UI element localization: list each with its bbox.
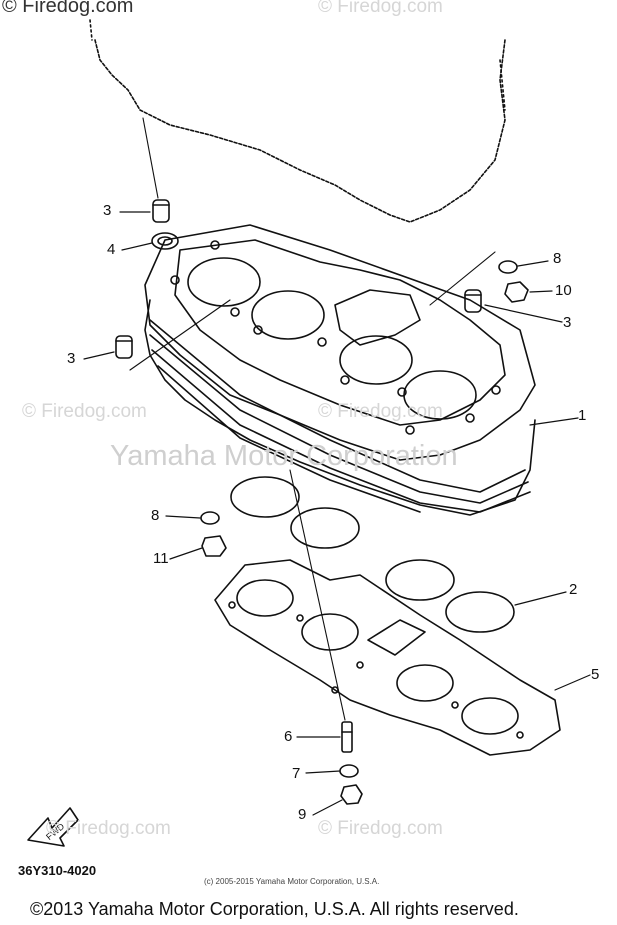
- callout-10: 10: [555, 282, 572, 299]
- callout-9: 9: [298, 806, 307, 823]
- watermark-mid-left: © Firedog.com: [22, 401, 147, 422]
- leader-lines: [83, 211, 591, 816]
- guide-lines: [129, 117, 496, 721]
- callout-3-right: 3: [563, 314, 572, 331]
- washer-8-left: [200, 511, 220, 525]
- callout-5: 5: [591, 666, 600, 683]
- stud-bolt-6: [341, 721, 353, 753]
- o-rings-2: [230, 476, 515, 633]
- callout-11: 11: [153, 550, 169, 567]
- washer-7: [339, 764, 359, 778]
- copyright-footer: ©2013 Yamaha Motor Corporation, U.S.A. A…: [30, 899, 519, 919]
- watermark-bottom-right: © Firedog.com: [318, 818, 443, 839]
- small-copyright: (c) 2005-2015 Yamaha Motor Corporation, …: [204, 877, 380, 886]
- nut-9: [340, 784, 363, 805]
- callout-6: 6: [284, 728, 293, 745]
- cap-nut-11: [201, 535, 227, 557]
- watermark-brand: Yamaha Motor Corporation: [110, 440, 458, 472]
- callout-8-left: 8: [151, 507, 160, 524]
- washer-8-top: [498, 260, 518, 274]
- cylinder-block: [144, 224, 536, 516]
- callout-3-left: 3: [67, 350, 76, 367]
- callout-1: 1: [578, 407, 587, 424]
- dowel-pin-3b: [464, 289, 482, 313]
- callout-7: 7: [292, 765, 301, 782]
- watermark-bottom-left: © Firedog.com: [46, 818, 171, 839]
- watermark-top-right: © Firedog.com: [318, 0, 443, 17]
- dowel-pin-3a: [152, 199, 170, 223]
- crankcase-outline: [89, 19, 506, 223]
- o-ring-4: [151, 232, 179, 250]
- callout-4: 4: [107, 241, 116, 258]
- watermark-mid-right: © Firedog.com: [318, 401, 443, 422]
- dowel-pin-3c: [115, 335, 133, 359]
- callout-2: 2: [569, 581, 578, 598]
- callout-3-top: 3: [103, 202, 112, 219]
- nut-10: [504, 281, 529, 303]
- watermark-top-left: © Firedog.com: [2, 0, 134, 17]
- diagram-code: 36Y310-4020: [18, 863, 97, 878]
- callout-8-top: 8: [553, 250, 562, 267]
- base-gasket-5: [214, 559, 561, 756]
